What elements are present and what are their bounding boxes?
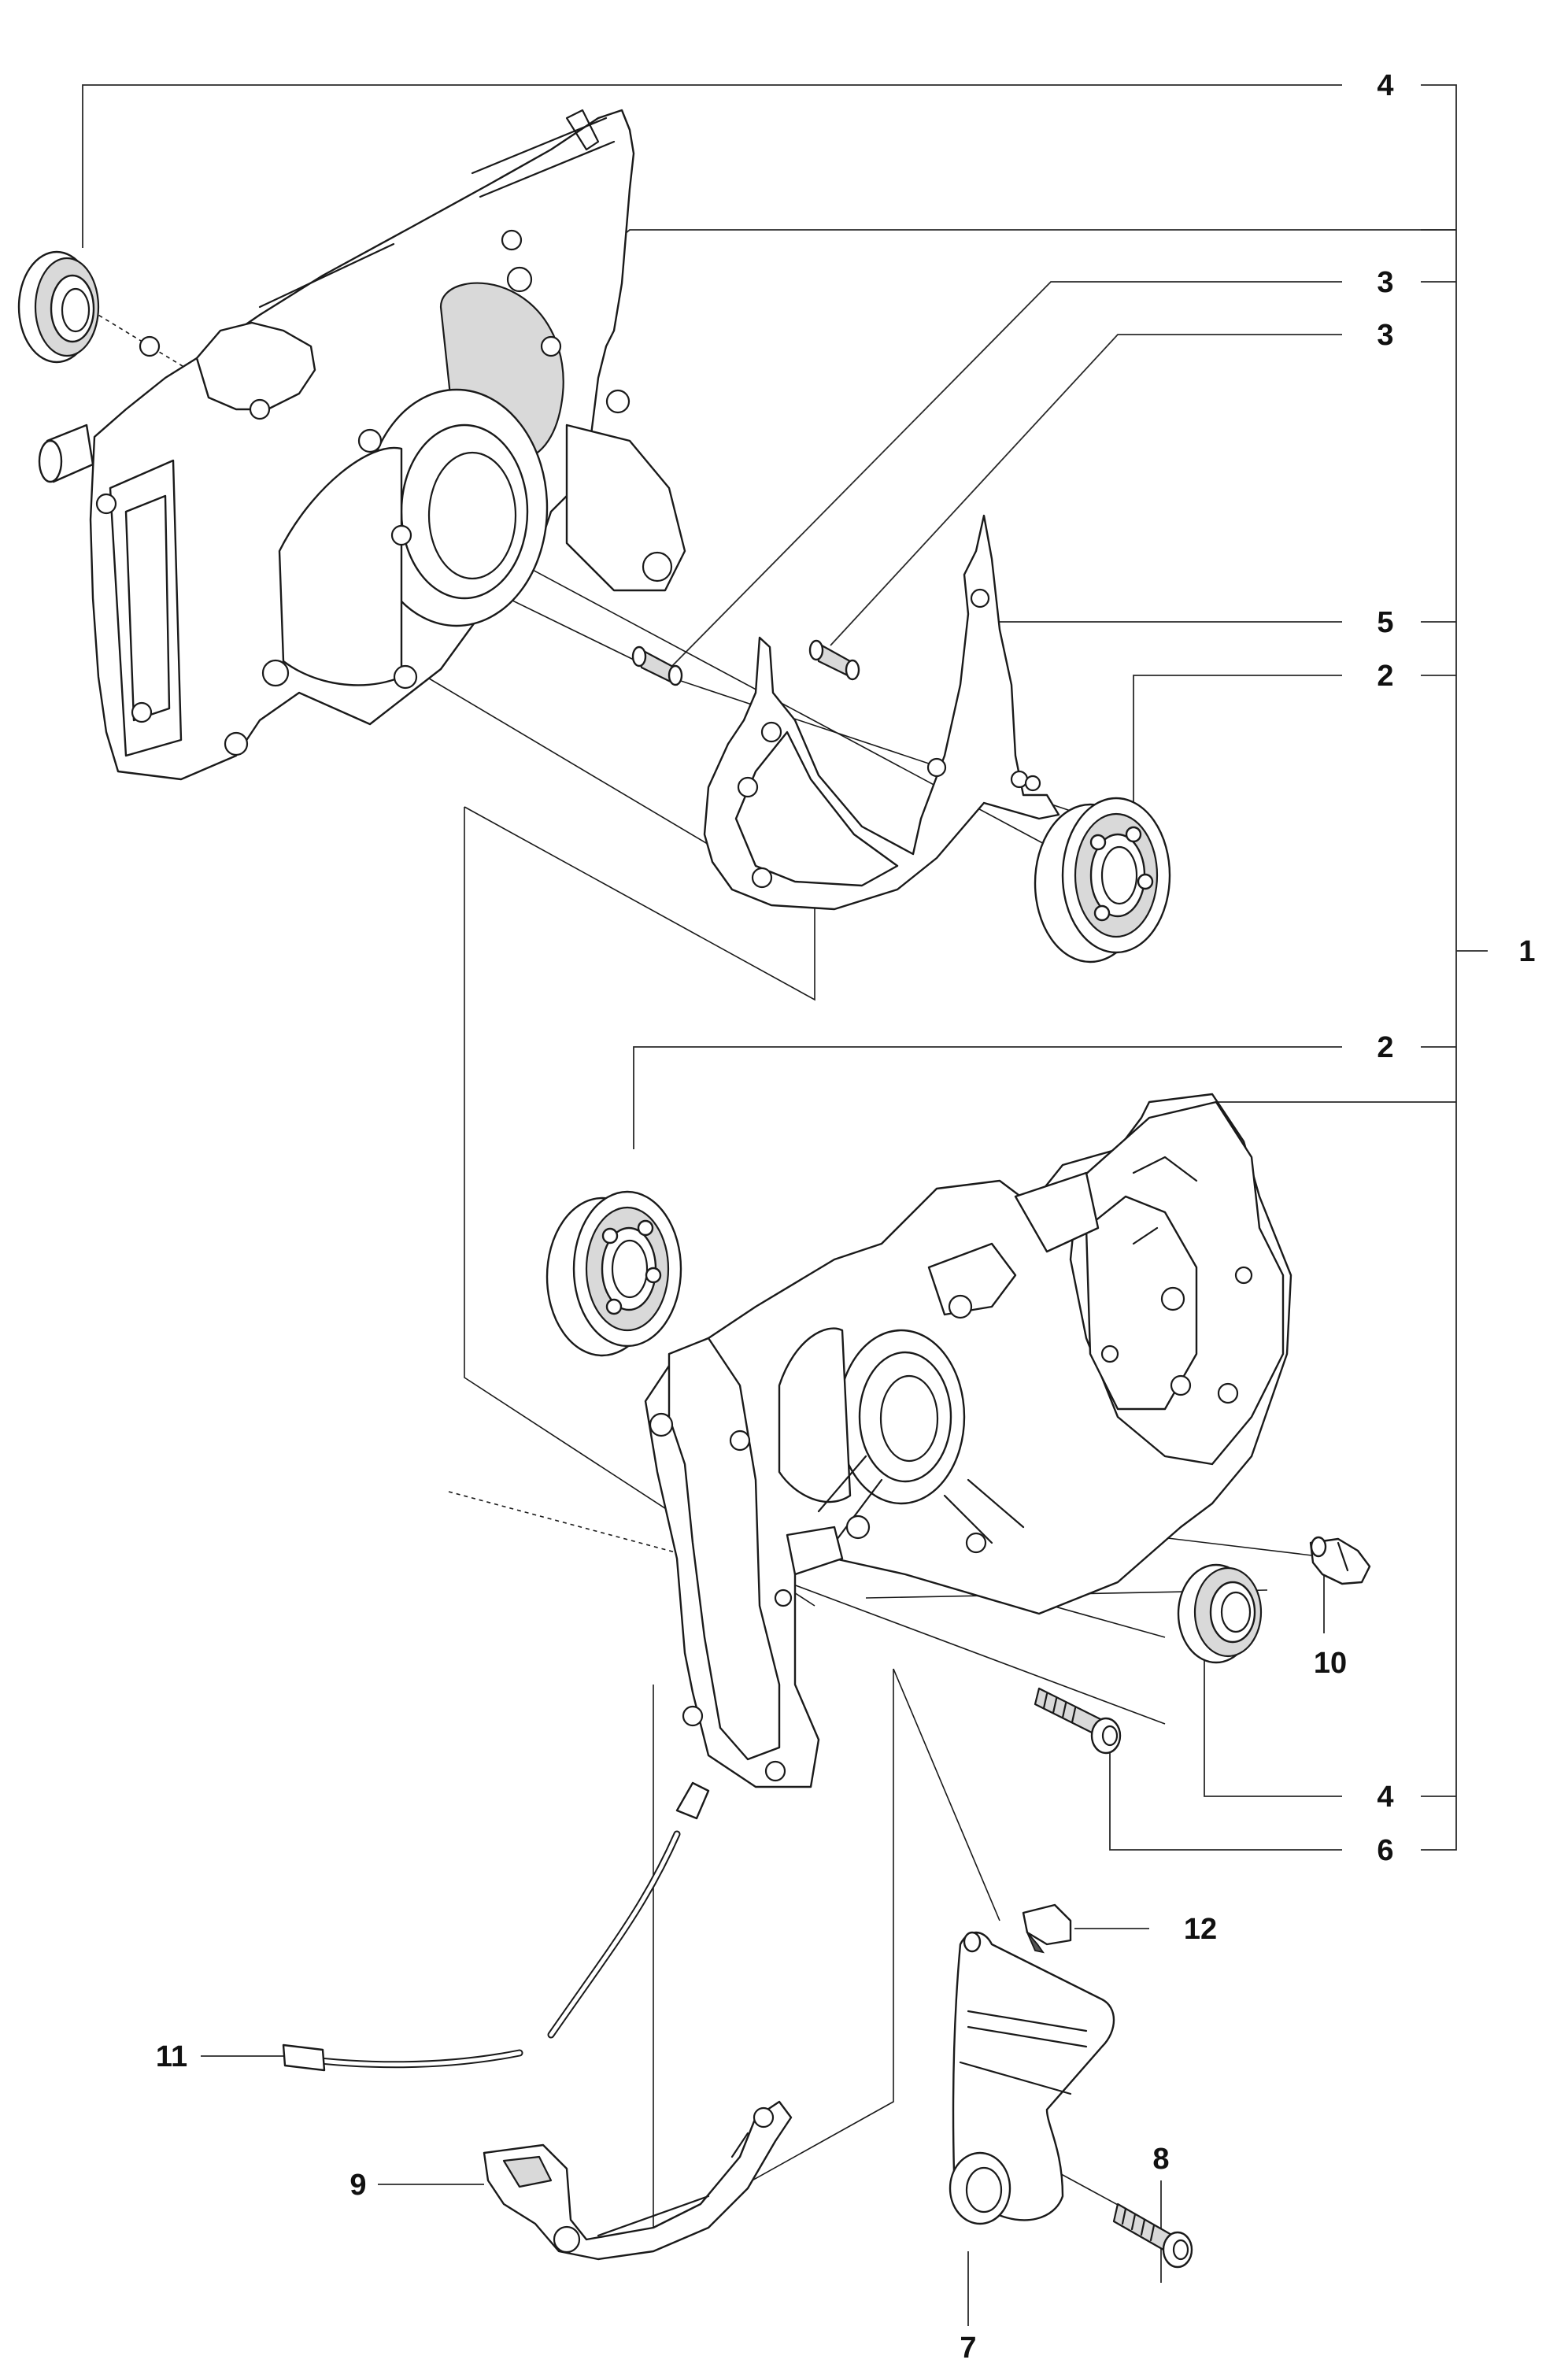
callout-5: 5 <box>1377 606 1393 639</box>
callout-12: 12 <box>1184 1913 1217 1946</box>
screw-8 <box>1112 2202 1193 2269</box>
callout-7: 7 <box>960 2332 976 2365</box>
clip-12 <box>1022 1903 1072 1954</box>
callout-4-bottom: 4 <box>1377 1781 1393 1814</box>
oil-seal-lower <box>1177 1563 1263 1664</box>
callout-1: 1 <box>1518 935 1535 968</box>
cable-11 <box>282 1781 710 2072</box>
ball-bearing-lower <box>545 1190 682 1357</box>
nipple-part <box>1309 1536 1371 1585</box>
callout-9: 9 <box>349 2169 366 2202</box>
callout-2-a: 2 <box>1377 660 1393 693</box>
gasket <box>703 514 1060 911</box>
ball-bearing-top <box>1034 797 1171 963</box>
callout-2-b: 2 <box>1377 1031 1393 1064</box>
lower-crankcase-half <box>644 1093 1292 1788</box>
callout-10: 10 <box>1314 1647 1347 1680</box>
upper-crankcase-half <box>38 109 686 781</box>
oil-seal-top <box>17 250 100 364</box>
callout-3-a: 3 <box>1377 266 1393 299</box>
callout-3-b: 3 <box>1377 319 1393 352</box>
callout-8: 8 <box>1152 2143 1169 2176</box>
callout-labels: 4 3 3 5 2 1 2 10 4 6 12 11 9 8 7 <box>156 69 1536 2365</box>
callout-11: 11 <box>156 2040 187 2073</box>
callout-6: 6 <box>1377 1834 1393 1867</box>
screw-6 <box>1034 1687 1122 1755</box>
cover-7 <box>949 1931 1115 2225</box>
ignition-module-9 <box>483 2100 793 2261</box>
dowel-pin-b <box>808 639 860 681</box>
dowel-pin-a <box>631 645 683 686</box>
callout-4-top: 4 <box>1377 69 1393 102</box>
